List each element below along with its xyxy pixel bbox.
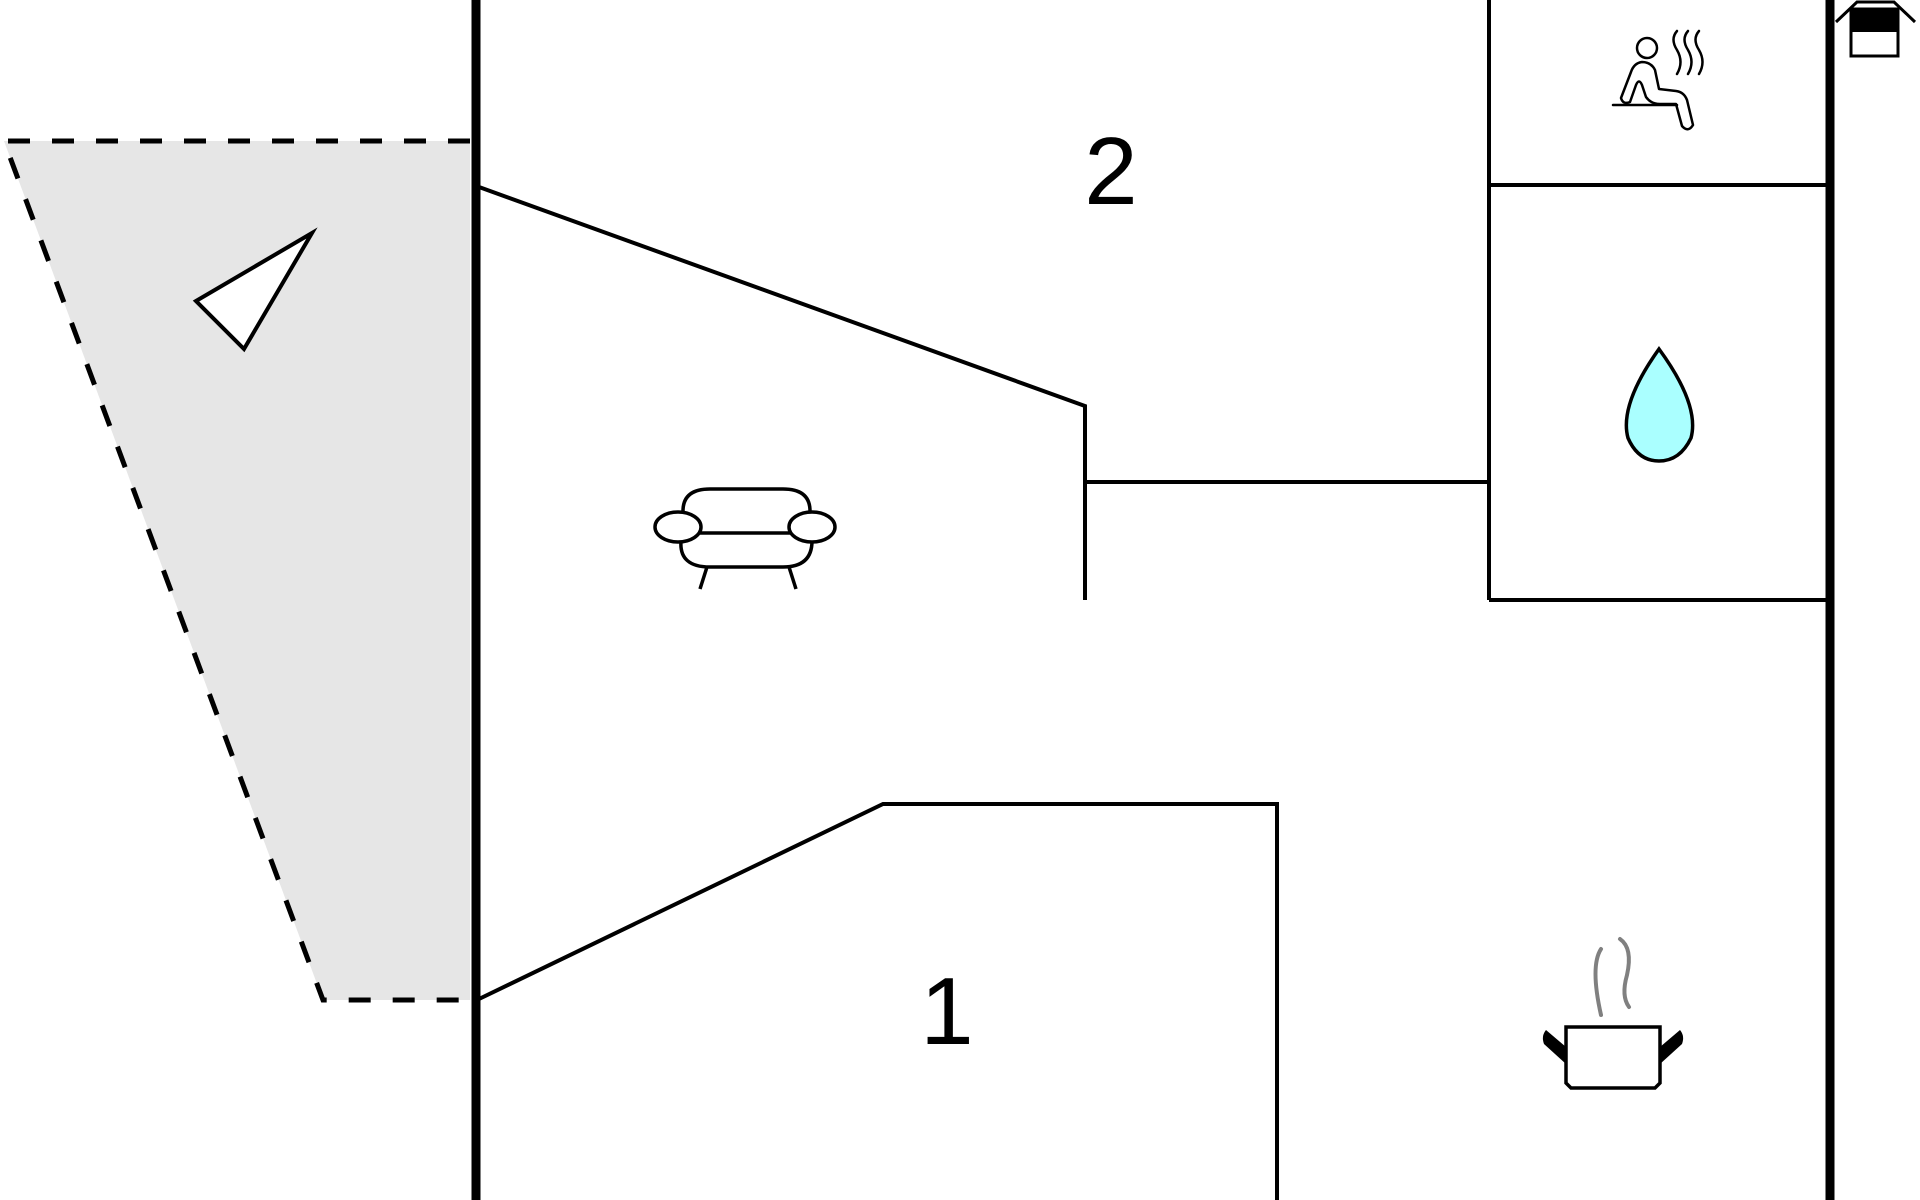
terrace: [0, 138, 470, 1003]
water-drop-icon: [1624, 346, 1695, 463]
compass-arrow-icon: [192, 227, 318, 353]
wall-room-1: [478, 802, 1279, 1200]
terrace-area: [4, 141, 470, 1000]
fireplace-icon: [1834, 0, 1917, 58]
room-2-label: 2: [1084, 118, 1137, 225]
sauna-icon: [1611, 29, 1704, 131]
walls: [471, 0, 1835, 1200]
cooking-pot-icon: [1542, 937, 1684, 1090]
room-1-label: 1: [920, 958, 973, 1065]
terrace-dashed-border: [0, 138, 470, 1003]
sofa-icon: [653, 487, 837, 590]
wall-room-2-slant: [478, 185, 1087, 600]
